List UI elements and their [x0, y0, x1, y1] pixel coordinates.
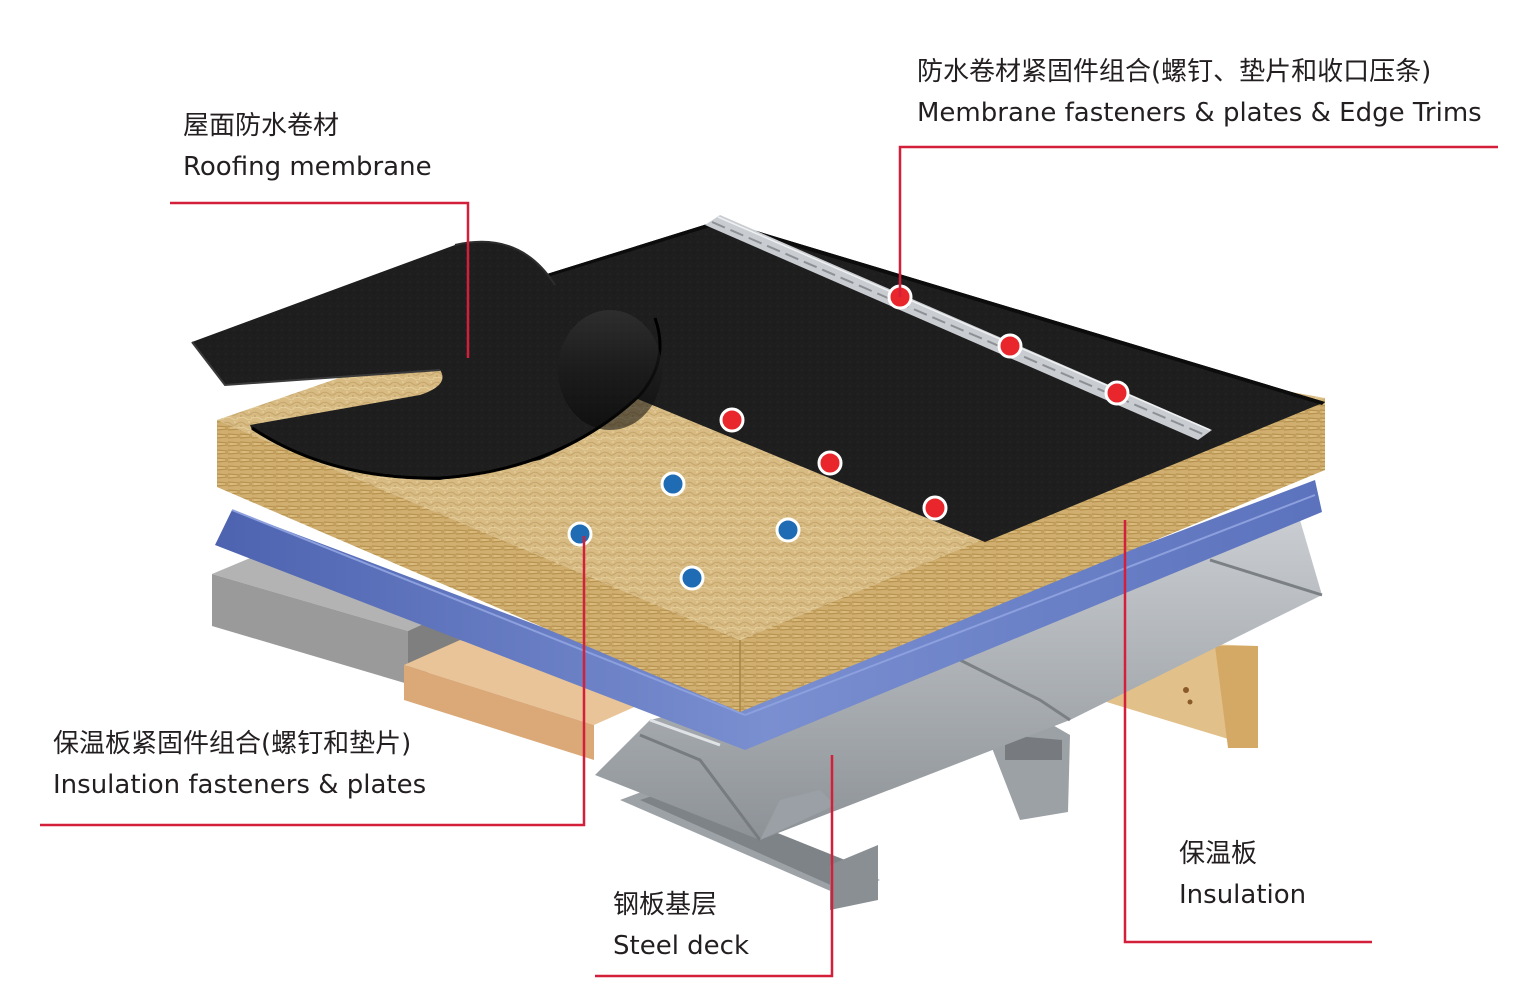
steel-deck — [595, 520, 1323, 841]
membrane-fastener-dot — [719, 407, 745, 433]
roofing-membrane-label-zh: 屋面防水卷材 — [183, 111, 340, 141]
callout-insulation: 保温板 Insulation — [1179, 834, 1306, 916]
membrane-fasteners-label-en: Membrane fasteners & plates & Edge Trims — [917, 98, 1482, 128]
insulation-fastener-dot — [679, 565, 705, 591]
insulation-fasteners-label-en: Insulation fasteners & plates — [53, 770, 427, 800]
membrane-roll — [191, 240, 662, 480]
callout-insulation-fasteners: 保温板紧固件组合(螺钉和垫片) Insulation fasteners & p… — [53, 724, 426, 806]
leader-insulation-fasteners — [40, 536, 586, 827]
steel-deck-label-zh: 钢板基层 — [613, 890, 718, 920]
insulation-fastener-points — [567, 471, 801, 591]
insulation-fastener-dot — [660, 471, 686, 497]
membrane-fastener-points — [719, 284, 1130, 521]
membrane-fastener-dot — [922, 495, 948, 521]
membrane-fastener-dot — [1104, 380, 1130, 406]
membrane-fastener-dot — [817, 450, 843, 476]
insulation-label-en: Insulation — [1179, 880, 1307, 910]
membrane-fasteners-label-zh: 防水卷材紧固件组合(螺钉、垫片和收口压条) — [917, 57, 1432, 87]
leader-insulation — [1123, 520, 1372, 944]
insulation-fastener-dot — [567, 521, 593, 547]
leader-membrane-fasteners — [898, 145, 1498, 297]
roofing-membrane-label-en: Roofing membrane — [183, 152, 432, 182]
leader-steel-deck — [595, 755, 834, 978]
callout-steel-deck: 钢板基层 Steel deck — [613, 885, 749, 967]
insulation-label-zh: 保温板 — [1179, 839, 1258, 869]
leader-roofing-membrane — [170, 201, 470, 358]
leader-lines — [40, 145, 1498, 978]
callout-roofing-membrane: 屋面防水卷材 Roofing membrane — [183, 106, 432, 188]
steel-deck-label-en: Steel deck — [613, 931, 750, 961]
roofing-membrane — [470, 220, 1325, 542]
insulation-fastener-dot — [775, 517, 801, 543]
callout-membrane-fasteners: 防水卷材紧固件组合(螺钉、垫片和收口压条) Membrane fasteners… — [917, 52, 1482, 134]
insulation-fasteners-label-zh: 保温板紧固件组合(螺钉和垫片) — [53, 729, 412, 759]
membrane-fastener-dot — [997, 333, 1023, 359]
